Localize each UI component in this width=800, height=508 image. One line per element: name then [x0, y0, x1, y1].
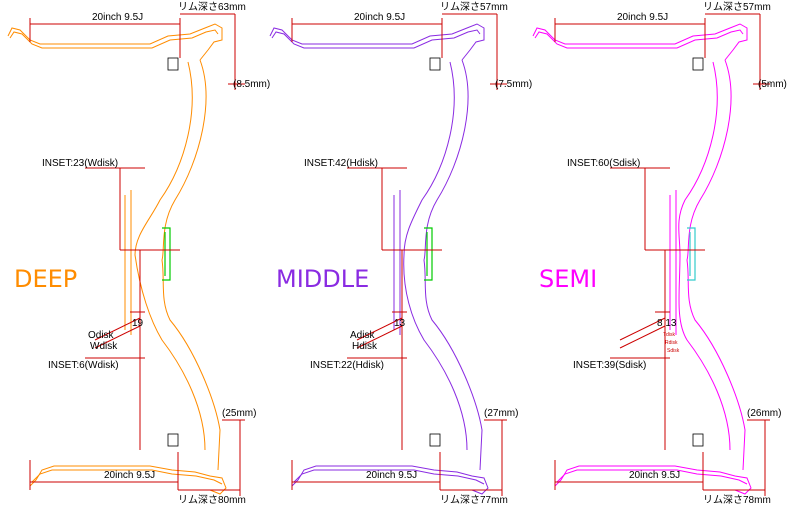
disk-a-label: Adisk — [350, 330, 375, 341]
disk-profile — [678, 59, 746, 471]
disk-face — [393, 190, 401, 335]
disk-leader-a — [619, 317, 666, 341]
lower-rim-outline — [554, 465, 752, 495]
hub-bolt — [162, 227, 171, 281]
inset-bottom-label: INSET:6(Wdisk) — [48, 360, 119, 371]
top-width-label: 20inch 9.5J — [354, 12, 405, 23]
top-step-label: (8.5mm) — [233, 79, 270, 90]
disk-thickness-label: 19 — [132, 318, 144, 329]
panel-semi: 20inch 9.5J リム深さ57mm (5mm) INSET:60(Sdisk) 8… — [532, 1, 787, 506]
panel-title: SEMI — [539, 265, 597, 293]
bottom-step-label: (26mm) — [747, 408, 781, 419]
disk-leader-a — [94, 317, 141, 341]
upper-bead-seat — [429, 57, 441, 71]
lower-rim-inner-outline — [293, 469, 485, 485]
disk-b-label: Hdisk — [352, 341, 378, 352]
bottom-step-label: (25mm) — [222, 408, 256, 419]
top-width-label: 20inch 9.5J — [92, 12, 143, 23]
disk-face — [124, 190, 132, 335]
inset-top-label: INSET:60(Sdisk) — [567, 158, 640, 169]
top-step-label: (5mm) — [758, 79, 787, 90]
bottom-width-label: 20inch 9.5J — [629, 470, 680, 481]
disk-leader-b — [94, 325, 141, 349]
panel-title: MIDDLE — [276, 265, 369, 293]
bottom-rim-depth-label: リム深さ77mm — [440, 494, 508, 506]
disk-thickness-label: 8 13 — [657, 318, 677, 329]
panel-title: DEEP — [14, 265, 77, 293]
disk-b-label: Rdisk — [665, 340, 678, 346]
disk-a-label: Odisk — [88, 330, 115, 341]
inset-top-label: INSET:23(Wdisk) — [42, 158, 118, 169]
lower-rim-outline — [29, 465, 227, 495]
lower-rim-outline — [291, 465, 489, 495]
disk-leader-b — [619, 325, 666, 349]
disk-leader-a — [356, 317, 403, 341]
upper-rim-outline — [269, 23, 485, 61]
top-rim-depth-label: リム深さ63mm — [178, 1, 246, 13]
upper-rim-outline — [532, 23, 748, 61]
upper-rim-outline — [7, 23, 223, 61]
disk-thickness-label: 13 — [394, 318, 406, 329]
top-rim-depth-label: リム深さ57mm — [703, 1, 771, 13]
disk-profile — [403, 59, 483, 471]
panel-deep: 20inch 9.5J リム深さ63mm (8.5mm) INSET:23(Wdisk… — [7, 1, 270, 506]
lower-bead-seat — [692, 433, 704, 447]
inset-bottom-label: INSET:22(Hdisk) — [310, 360, 384, 371]
top-step-label: (7.5mm) — [495, 79, 532, 90]
hub-bolt — [687, 227, 696, 281]
lower-bead-seat — [429, 433, 441, 447]
lower-rim-inner-outline — [31, 469, 223, 485]
disk-b-label: Wdisk — [90, 341, 118, 352]
lower-bead-seat — [167, 433, 179, 447]
hub-bolt — [424, 227, 433, 281]
upper-bead-seat — [692, 57, 704, 71]
bottom-width-label: 20inch 9.5J — [104, 470, 155, 481]
top-rim-depth-label: リム深さ57mm — [440, 1, 508, 13]
bottom-rim-depth-label: リム深さ80mm — [178, 494, 246, 506]
upper-rim-inner-outline — [9, 29, 219, 49]
disk-profile — [134, 59, 221, 471]
lower-rim-inner-outline — [556, 469, 748, 485]
disk-face — [669, 190, 677, 335]
disk-c-label: Sdisk — [667, 348, 680, 354]
bottom-rim-depth-label: リム深さ78mm — [703, 494, 771, 506]
upper-rim-inner-outline — [534, 29, 744, 49]
disk-leader-b — [356, 325, 403, 349]
top-width-label: 20inch 9.5J — [617, 12, 668, 23]
bottom-width-label: 20inch 9.5J — [366, 470, 417, 481]
inset-top-label: INSET:42(Hdisk) — [304, 158, 378, 169]
bottom-step-label: (27mm) — [484, 408, 518, 419]
panel-middle: 20inch 9.5J リム深さ57mm (7.5mm) INSET:42(Hdisk… — [269, 1, 532, 506]
upper-rim-inner-outline — [271, 29, 481, 49]
upper-bead-seat — [167, 57, 179, 71]
inset-bottom-label: INSET:39(Sdisk) — [573, 360, 646, 371]
disk-a-label: Tdisk — [663, 332, 675, 338]
